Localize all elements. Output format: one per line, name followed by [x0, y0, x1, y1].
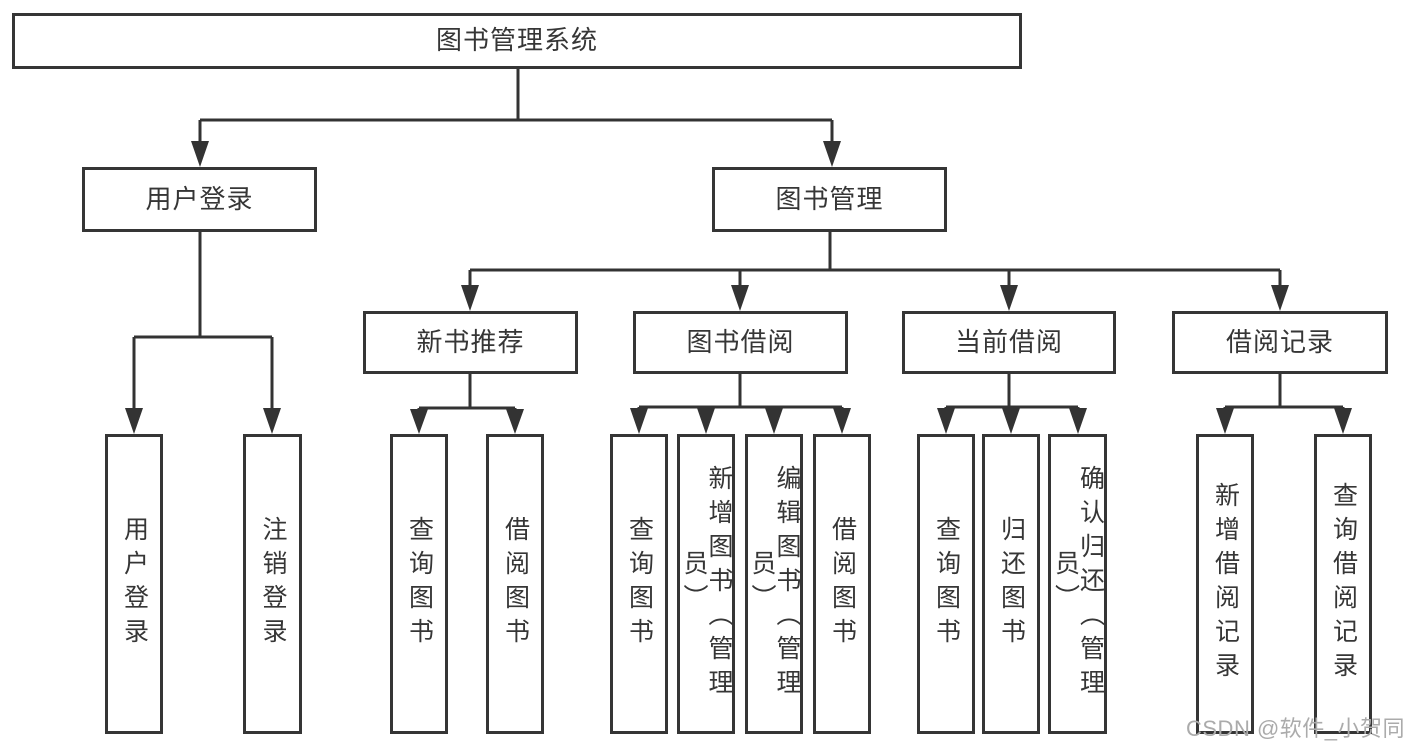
leaf-borrow-borrow-books: 借阅图书: [813, 434, 871, 734]
csdn-watermark: CSDN @软件_小贺同学: [1186, 716, 1405, 741]
leaf-new-book-query-books: 查询图书: [390, 434, 448, 734]
leaf-current-query-books: 查询图书: [917, 434, 975, 734]
leaf-user-login: 用户登录: [105, 434, 163, 734]
edge-current-borrow-arrows: [937, 408, 1087, 434]
node-library-management-system: 图书管理系统: [12, 13, 1022, 69]
leaf-current-confirm-return-admin: 确认归还（管理员）: [1048, 434, 1107, 734]
edge-user-login-to-leaves: [132, 231, 274, 411]
leaf-new-book-borrow-books: 借阅图书: [486, 434, 544, 734]
edge-book-borrow-to-leaves: [637, 373, 844, 411]
node-book-borrow: 图书借阅: [633, 311, 848, 374]
node-borrow-record: 借阅记录: [1172, 311, 1388, 374]
edge-borrow-record-to-leaves: [1223, 373, 1345, 411]
leaf-borrow-edit-books-admin: 编辑图书（管理员）: [745, 434, 803, 734]
edge-user-login-arrows: [125, 408, 281, 434]
node-current-borrow: 当前借阅: [902, 311, 1116, 374]
edge-new-book-to-leaves: [417, 373, 517, 411]
node-new-book-recommend: 新书推荐: [363, 311, 578, 374]
edge-book-management-arrows: [461, 285, 1289, 311]
leaf-logout: 注销登录: [243, 434, 302, 734]
leaf-borrow-query-books: 查询图书: [610, 434, 668, 734]
edge-book-management-to-level3: [468, 231, 1282, 288]
leaf-current-return-books: 归还图书: [982, 434, 1040, 734]
leaf-record-add-borrow-record: 新增借阅记录: [1196, 434, 1254, 734]
edge-new-book-arrows: [410, 409, 524, 434]
leaf-borrow-add-books-admin: 新增图书（管理员）: [677, 434, 735, 734]
node-book-management: 图书管理: [712, 167, 947, 232]
edge-borrow-record-arrows: [1216, 408, 1352, 434]
edge-root-to-level2-arrows: [191, 141, 841, 167]
leaf-record-query-borrow-record: 查询借阅记录: [1314, 434, 1372, 734]
edge-current-borrow-to-leaves: [944, 373, 1080, 411]
edge-book-borrow-arrows: [630, 408, 851, 434]
edge-root-to-level2: [198, 68, 834, 144]
node-user-login: 用户登录: [82, 167, 317, 232]
